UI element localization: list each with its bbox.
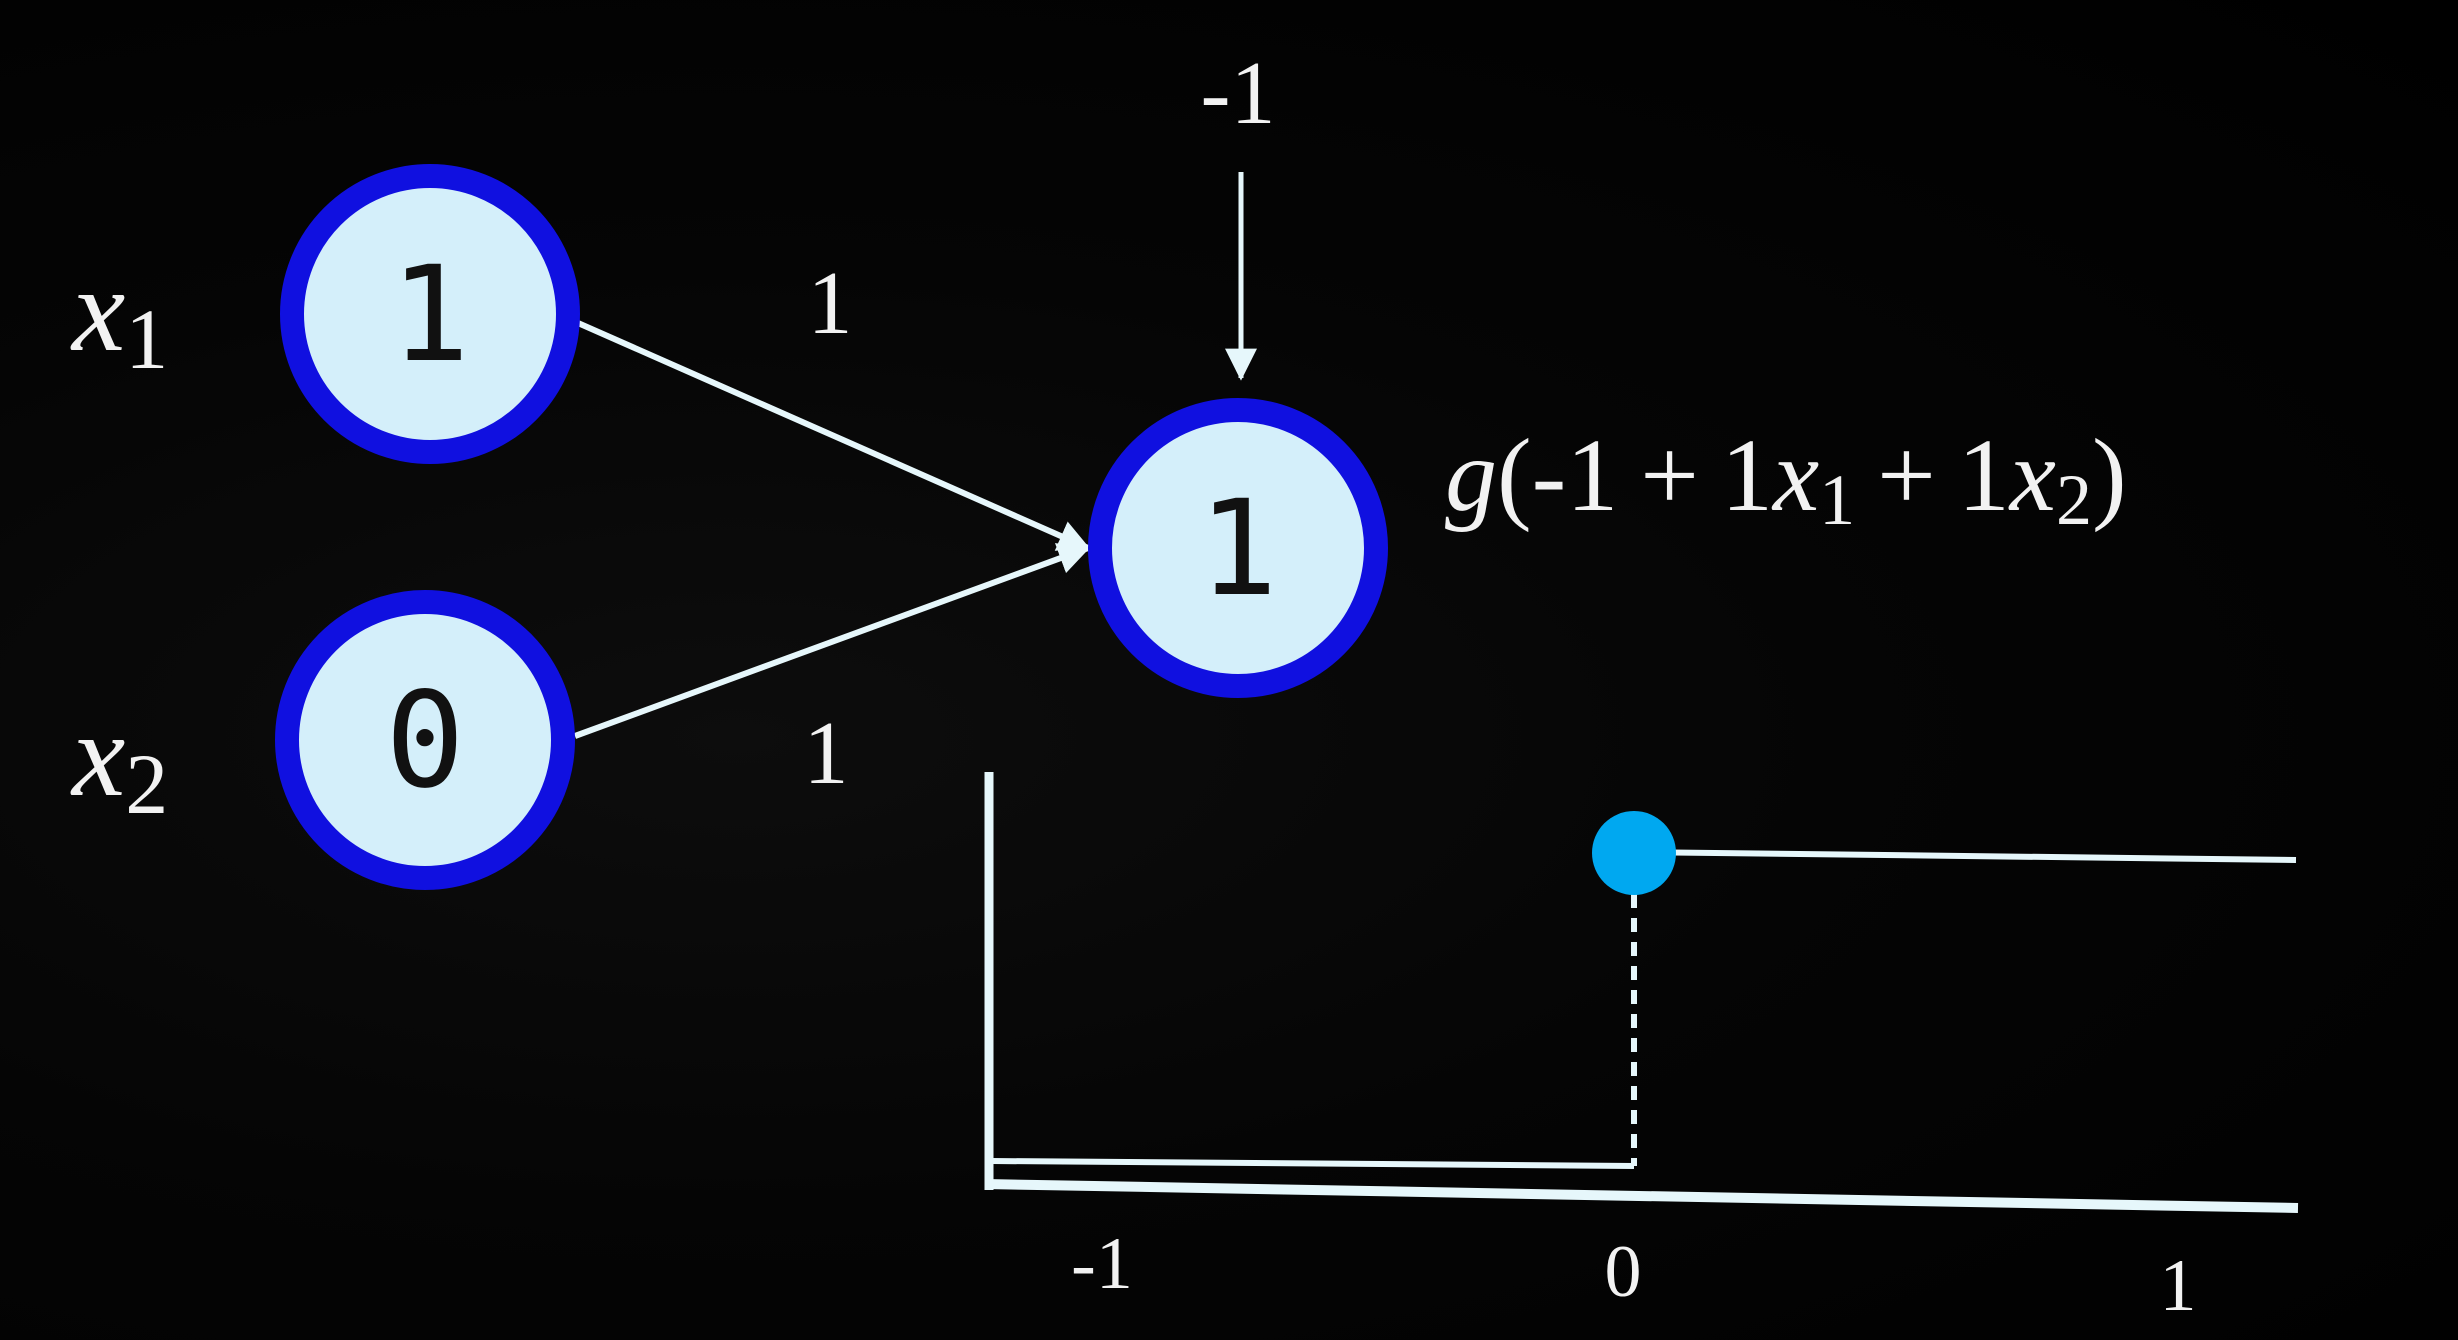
input-node-x2-value: 0 bbox=[385, 664, 464, 818]
output-node: 1 bbox=[1088, 398, 1388, 698]
output-node-value: 1 bbox=[1198, 472, 1277, 626]
threshold-point bbox=[1592, 811, 1676, 895]
bias-label: -1 bbox=[1201, 44, 1276, 143]
x-axis bbox=[984, 1179, 2299, 1213]
input-node-x1-value: 1 bbox=[390, 238, 469, 392]
input-label-x2: x2 bbox=[70, 688, 168, 832]
input-node-x2: 0 bbox=[275, 590, 575, 890]
x-tick-label-1: 1 bbox=[2160, 1245, 2197, 1327]
weight-label-2: 1 bbox=[804, 704, 849, 803]
activation-formula: g(-1+1x1+1x2) bbox=[1445, 418, 2127, 540]
step-low-segment bbox=[991, 1158, 1635, 1169]
input-node-x1: 1 bbox=[280, 164, 580, 464]
edge-x1-to-output bbox=[576, 320, 1091, 551]
edge-x2-to-output bbox=[573, 543, 1091, 739]
input-label-x1: x1 bbox=[70, 243, 168, 387]
step-function-graph: -1 0 1 bbox=[984, 772, 2299, 1327]
x-tick-label-0: 0 bbox=[1605, 1231, 1642, 1313]
x-tick-label-neg1: -1 bbox=[1071, 1223, 1133, 1305]
weight-label-1: 1 bbox=[808, 254, 853, 353]
step-high-segment bbox=[1633, 849, 2297, 863]
